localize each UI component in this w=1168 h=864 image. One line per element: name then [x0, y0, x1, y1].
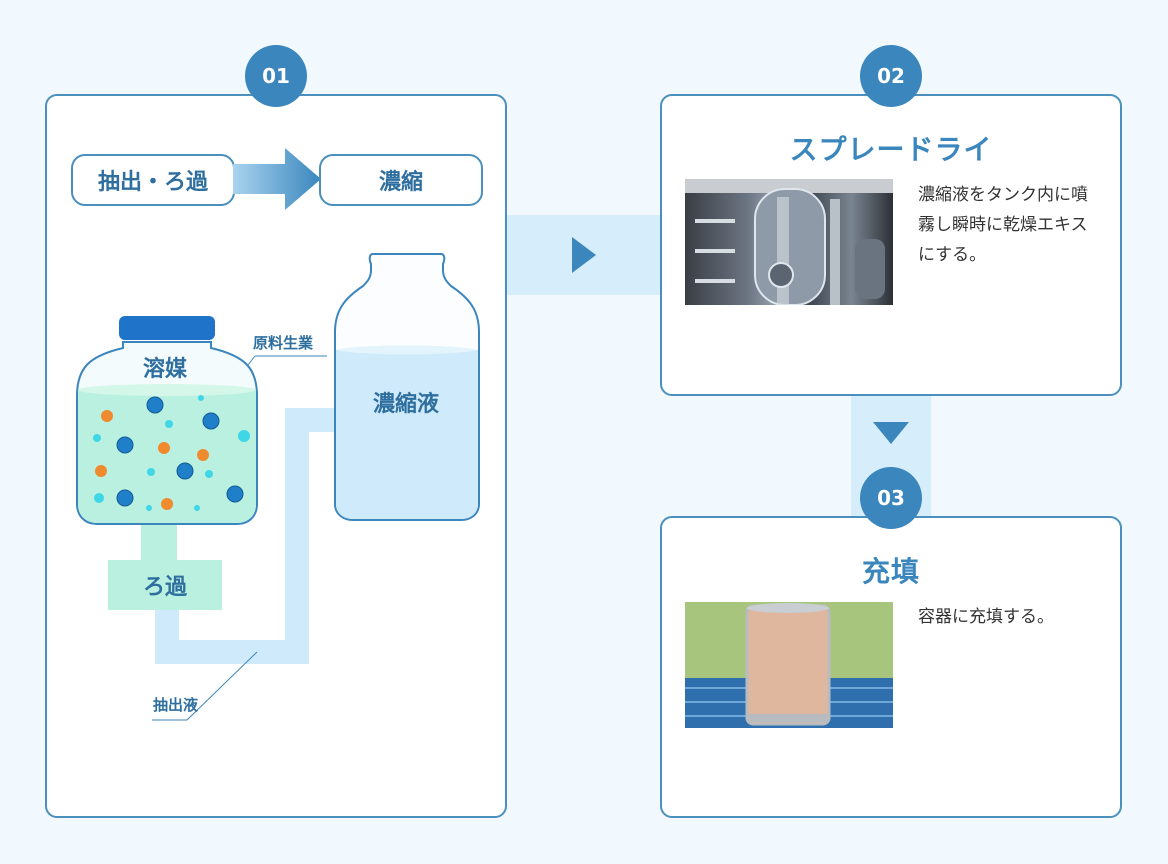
filtration-box: ろ過 — [108, 560, 222, 610]
step-03-panel: 充填 容器に充填する。 — [660, 516, 1122, 818]
drum-icon — [685, 602, 893, 728]
concentrate-liquid-label: 濃縮液 — [373, 392, 440, 417]
beaker-icon — [76, 316, 258, 525]
step-01-panel: 抽出・ろ過 濃縮 — [45, 94, 507, 818]
arrow-down-icon — [873, 422, 909, 444]
raw-material-label: 原料生業 — [253, 334, 314, 352]
step-02-badge: 02 — [860, 45, 922, 107]
bottle-icon — [334, 253, 480, 521]
filling-description: 容器に充填する。 — [918, 607, 1054, 627]
filtration-label: ろ過 — [142, 575, 187, 600]
filling-title: 充填 — [861, 555, 920, 588]
arrow-right-icon — [572, 237, 596, 273]
container-photo — [685, 602, 893, 728]
process-arrow-icon — [233, 148, 321, 210]
concentrate-label: 濃縮 — [319, 154, 483, 206]
step-01-badge: 01 — [245, 45, 307, 107]
step-02-panel: スプレードライ 濃縮液をタンク内に噴霧し瞬時に乾燥エキスにする。 — [660, 94, 1122, 396]
solvent-label: 溶媒 — [143, 357, 188, 382]
step-03-badge: 03 — [860, 467, 922, 529]
extract-liquid-label: 抽出液 — [153, 696, 199, 714]
extract-filter-label: 抽出・ろ過 — [71, 154, 235, 206]
spray-dry-description: 濃縮液をタンク内に噴霧し瞬時に乾燥エキスにする。 — [918, 185, 1088, 265]
spray-dry-title: スプレードライ — [789, 133, 993, 166]
spray-dryer-photo — [685, 179, 893, 305]
tank-icon — [685, 179, 893, 305]
